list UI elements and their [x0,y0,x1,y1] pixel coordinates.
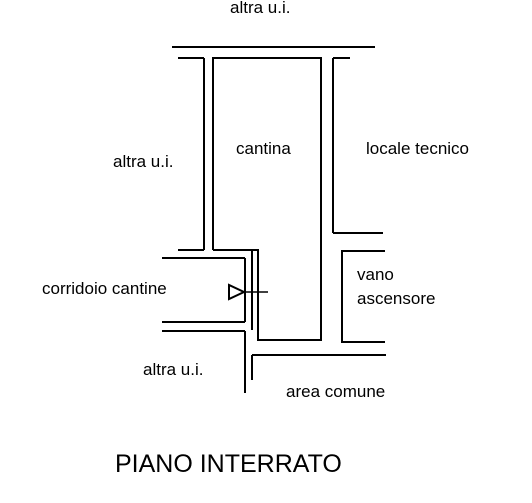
label-top-neighbor: altra u.i. [230,0,291,17]
label-common-area: area comune [286,382,386,401]
label-left-neighbor: altra u.i. [113,152,174,171]
label-tech-room: locale tecnico [366,139,470,158]
label-elevator-line2: ascensore [357,289,436,308]
label-corridor: corridoio cantine [42,279,167,298]
elevator-shaft [341,250,385,343]
label-cellar: cantina [236,139,291,158]
cellar-outline [212,57,322,341]
page-title: PIANO INTERRATO [115,450,342,478]
door-arrow-icon [228,283,247,301]
label-elevator-line1: vano [357,265,394,284]
label-bottom-neighbor: altra u.i. [143,360,204,379]
